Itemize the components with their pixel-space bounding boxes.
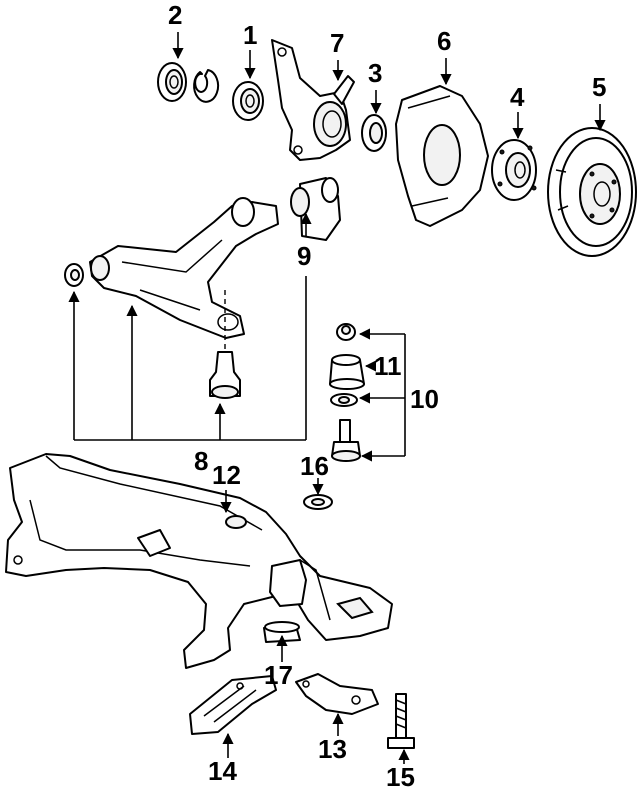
- crossmember[interactable]: [5, 453, 393, 669]
- bracket-part-14[interactable]: [189, 675, 277, 735]
- callout-6: 6: [437, 26, 451, 56]
- bracket-part-13[interactable]: [295, 673, 379, 715]
- callout-17: 17: [264, 660, 293, 690]
- seal-part-3[interactable]: [361, 114, 387, 152]
- bushing-part-9[interactable]: [290, 177, 341, 241]
- dust-shield-part-6[interactable]: [395, 85, 489, 227]
- mount-stud[interactable]: [331, 419, 361, 462]
- bearing-part-1[interactable]: [232, 81, 264, 121]
- callout-4: 4: [510, 82, 525, 112]
- leader-lines: [68, 32, 606, 764]
- callout-10: 10: [410, 384, 439, 414]
- callout-11: 11: [374, 351, 402, 381]
- lower-control-arm[interactable]: [89, 197, 279, 339]
- callout-12: 12: [212, 460, 241, 490]
- brake-rotor-part-5[interactable]: [547, 127, 637, 257]
- callout-9: 9: [297, 241, 311, 271]
- arm-washer: [64, 263, 84, 287]
- callout-7: 7: [330, 28, 344, 58]
- bolt-part-15[interactable]: [387, 693, 415, 749]
- steering-knuckle-part-7[interactable]: [271, 39, 355, 161]
- callout-15: 15: [386, 762, 415, 792]
- callout-5: 5: [592, 72, 606, 102]
- hub-part-4[interactable]: [491, 139, 537, 201]
- callout-2: 2: [168, 0, 182, 30]
- mount-bushing-part-11[interactable]: [329, 354, 365, 390]
- callout-16: 16: [300, 451, 329, 481]
- callout-3: 3: [368, 58, 382, 88]
- pad-part-17[interactable]: [263, 621, 301, 643]
- ball-joint[interactable]: [209, 290, 241, 399]
- bearing-part-2[interactable]: [157, 62, 187, 102]
- callout-13: 13: [318, 734, 347, 764]
- callout-14: 14: [208, 756, 237, 786]
- mount-washer[interactable]: [330, 393, 358, 407]
- washer-part-16[interactable]: [303, 494, 333, 510]
- mount-nut[interactable]: [336, 323, 356, 341]
- snap-ring: [193, 69, 220, 103]
- callout-1: 1: [243, 20, 257, 50]
- callout-8: 8: [194, 446, 208, 476]
